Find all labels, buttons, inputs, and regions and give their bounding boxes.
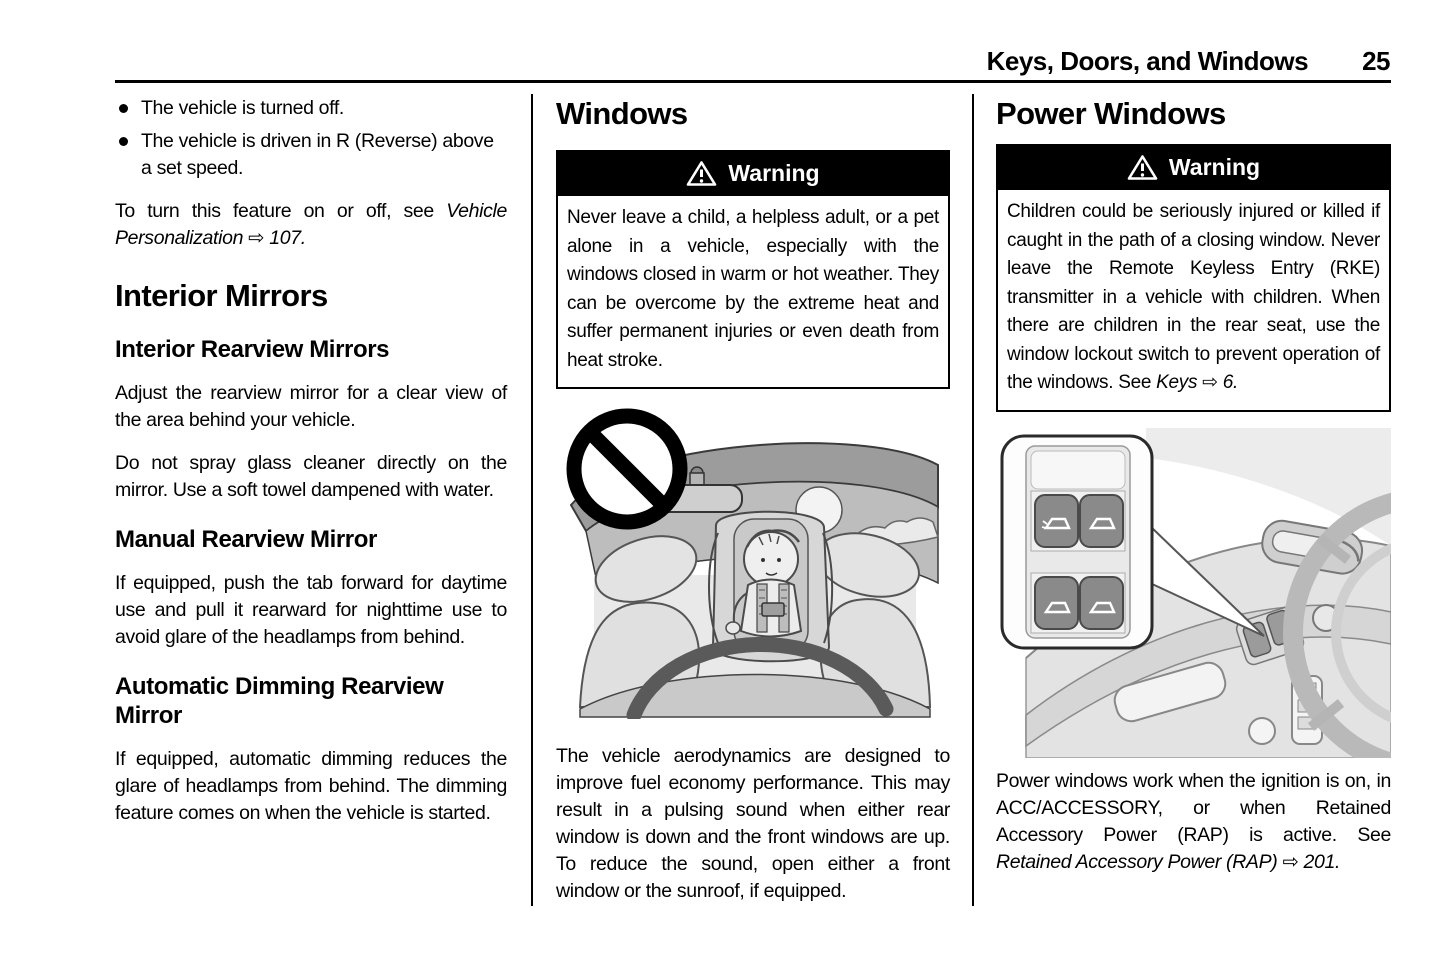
interior-rearview-paragraph-1: Adjust the rearview mirror for a clear v… <box>115 382 507 431</box>
cross-reference-link: Keys <box>1156 372 1198 393</box>
cross-reference-page: 107. <box>269 227 306 249</box>
personalization-paragraph: To turn this feature on or off, see Vehi… <box>115 198 507 252</box>
list-item: The vehicle is driven in R (Reverse) abo… <box>115 128 507 182</box>
window-icon <box>1043 601 1071 613</box>
bullet-text: The vehicle is driven in R (Reverse) abo… <box>141 130 494 179</box>
warning-header: Warning <box>558 152 948 196</box>
warning-body: Children could be seriously injured or k… <box>998 190 1389 410</box>
paragraph-text: Power windows work when the ignition is … <box>996 769 1391 846</box>
power-window-switches-illustration <box>996 427 1391 758</box>
cross-reference-arrow: ⇨ <box>1202 372 1218 393</box>
auto-dimming-heading: Automatic Dimming Rearview Mirror <box>115 673 444 729</box>
bullet-text: The vehicle is turned off. <box>141 97 344 119</box>
cross-reference-arrow: ⇨ <box>1282 850 1299 873</box>
harness-chest-clip <box>760 602 785 617</box>
header-rule <box>115 80 1391 83</box>
rap-paragraph: Power windows work when the ignition is … <box>996 768 1391 876</box>
power-windows-warning-box: Warning Children could be seriously inju… <box>996 144 1391 412</box>
right-column: Power Windows Warning Children could be … <box>996 94 1391 876</box>
auto-dimming-paragraph: If equipped, automatic dimming reduces t… <box>115 748 507 824</box>
cross-reference-link: Vehicle Personalization <box>115 200 508 249</box>
warning-text: Children could be seriously injured or k… <box>1007 201 1380 393</box>
warning-triangle-icon <box>687 161 717 186</box>
bullet-icon <box>119 137 128 146</box>
page-number: 25 <box>1362 46 1390 76</box>
bullet-icon <box>119 104 128 113</box>
page-header: Keys, Doors, and Windows 25 <box>986 46 1391 77</box>
section-title: Keys, Doors, and Windows <box>986 46 1309 76</box>
cross-reference-page: 6. <box>1222 372 1239 393</box>
warning-triangle-icon <box>1127 155 1158 180</box>
window-icon <box>1088 517 1116 529</box>
windows-heading: Windows <box>556 96 688 131</box>
warning-label: Warning <box>1168 154 1261 180</box>
steering-wheel <box>626 636 893 719</box>
manual-rearview-heading: Manual Rearview Mirror <box>115 526 377 553</box>
interior-rearview-paragraph-2: Do not spray glass cleaner directly on t… <box>115 452 507 501</box>
interior-mirrors-heading: Interior Mirrors <box>115 278 328 313</box>
cross-reference-page: 201. <box>1303 850 1341 873</box>
cross-reference-arrow: ⇨ <box>248 227 265 249</box>
manual-rearview-paragraph: If equipped, push the tab forward for da… <box>115 572 507 648</box>
express-window-icon <box>1043 517 1071 529</box>
warning-label: Warning <box>728 160 820 186</box>
interior-rearview-heading: Interior Rearview Mirrors <box>115 336 390 363</box>
paragraph-text: To turn this feature on or off, see <box>115 200 434 222</box>
warning-body: Never leave a child, a helpless adult, o… <box>567 207 939 371</box>
power-windows-heading: Power Windows <box>996 96 1226 131</box>
child-alone-in-vehicle-illustration <box>566 407 941 719</box>
left-column: The vehicle is turned off. The vehicle i… <box>115 94 507 827</box>
cross-reference-link: Retained Accessory Power (RAP) <box>996 850 1278 873</box>
column-separator-right <box>972 94 974 906</box>
aerodynamics-paragraph: The vehicle aerodynamics are designed to… <box>556 745 950 902</box>
list-item: The vehicle is turned off. <box>115 95 507 122</box>
driver-window-switch <box>1034 493 1079 548</box>
column-separator-left <box>531 94 533 906</box>
passenger-window-switch <box>1079 493 1124 548</box>
window-icon <box>1088 601 1116 613</box>
steering-wheel <box>1283 492 1391 758</box>
warning-header: Warning <box>998 146 1389 190</box>
condition-bullet-list: The vehicle is turned off. The vehicle i… <box>115 95 507 182</box>
middle-column: Windows Warning Never leave a child, a h… <box>556 94 950 905</box>
windows-warning-box: Warning Never leave a child, a helpless … <box>556 150 950 389</box>
